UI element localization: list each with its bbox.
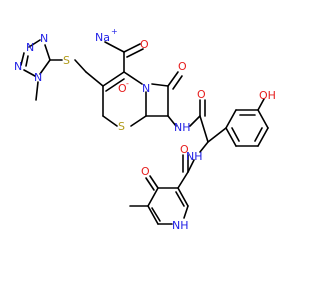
- bond-pyr-dbl-2: [175, 191, 185, 207]
- betalactam-o-label: O: [178, 60, 187, 73]
- bond-n-c8: [151, 83, 169, 87]
- bonds: [20, 39, 269, 225]
- bond-pyr-dbl-1: [151, 207, 161, 222]
- bond-camide2-pyr: [177, 171, 189, 189]
- bond-c8-o-dbl: [172, 75, 183, 90]
- bond-c6-s: [130, 115, 147, 127]
- bond-pyr-3: [147, 205, 159, 225]
- ring-s-label: S: [118, 120, 125, 133]
- tetrazole-n1-label: N: [26, 41, 34, 54]
- pyridone-o-label: O: [141, 165, 150, 178]
- bond-c3-c4-dbl: [105, 78, 125, 92]
- bond-cooh-o2-dbl: [126, 48, 144, 58]
- bond-pyr-6: [177, 187, 189, 207]
- carbonyl-o-top-label: O: [140, 38, 149, 51]
- bond-ph-1: [225, 109, 237, 129]
- bond-camide-calpha: [199, 115, 209, 143]
- bond-s-ch2: [74, 59, 87, 73]
- bond-pyr-co: [149, 175, 159, 189]
- bond-pyr-2: [147, 187, 159, 207]
- bond-ph-4: [257, 127, 269, 147]
- bond-c3-c4: [102, 71, 125, 87]
- bond-c4-n: [123, 71, 143, 85]
- bond-pyr-co-dbl: [145, 177, 155, 191]
- bond-ph-dbl-3: [231, 127, 240, 142]
- tetrazole-n2-label: N: [40, 32, 48, 45]
- bond-nh-camide: [189, 115, 201, 127]
- bond-pyr-5: [183, 205, 189, 219]
- carboxylate-o-label: O: [118, 82, 127, 95]
- bond-calpha-nh2: [199, 141, 209, 153]
- sodium-charge-label: +: [111, 27, 118, 36]
- molecule-structure-diagram: Na + O - O O N S S NH O NH O OH O NH N N…: [14, 27, 276, 232]
- bond-ph-3: [257, 109, 269, 129]
- phenol-oh-label: OH: [259, 89, 276, 102]
- bond-ch2-c3: [85, 71, 104, 87]
- bond-s-c2: [102, 115, 118, 127]
- bond-c8-o: [167, 71, 179, 87]
- sodium-label: Na: [95, 31, 110, 44]
- tetrazole-n3-label: N: [34, 71, 42, 84]
- bond-c7-nh: [167, 115, 177, 127]
- bond-tetrazole-2: [44, 44, 51, 61]
- bond-tetrazole-4: [23, 69, 36, 77]
- bond-ph-6: [225, 127, 237, 147]
- amide-nh-2-label: NH: [186, 150, 203, 163]
- bond-tetrazole-5b: [25, 55, 29, 67]
- bond-tetrazole-5: [20, 52, 25, 66]
- carboxylate-charge-label: -: [126, 79, 129, 88]
- bond-nh2-camide2: [187, 159, 195, 173]
- bond-tetrazole-3: [39, 59, 51, 75]
- amide-o-1-label: O: [197, 88, 206, 101]
- bond-cooh-o2: [123, 43, 141, 53]
- thioether-s-label: S: [63, 54, 70, 67]
- amide-nh-1-label: NH: [174, 121, 191, 134]
- bond-calpha-ph: [207, 127, 227, 143]
- bond-tetrazole-1: [28, 39, 41, 48]
- bond-ph-oh: [257, 98, 265, 111]
- bond-tetrazole-methyl: [35, 81, 39, 101]
- amide-o-2-label: O: [180, 143, 189, 156]
- bond-ph-dbl-2: [254, 127, 263, 142]
- atom-labels: Na + O - O O N S S NH O NH O OH O NH N N…: [14, 27, 276, 232]
- pyridone-nh-label: NH: [172, 219, 189, 232]
- ring-n-label: N: [142, 82, 150, 95]
- tetrazole-n4-label: N: [14, 60, 22, 73]
- bond-cooh-o1: [104, 41, 125, 53]
